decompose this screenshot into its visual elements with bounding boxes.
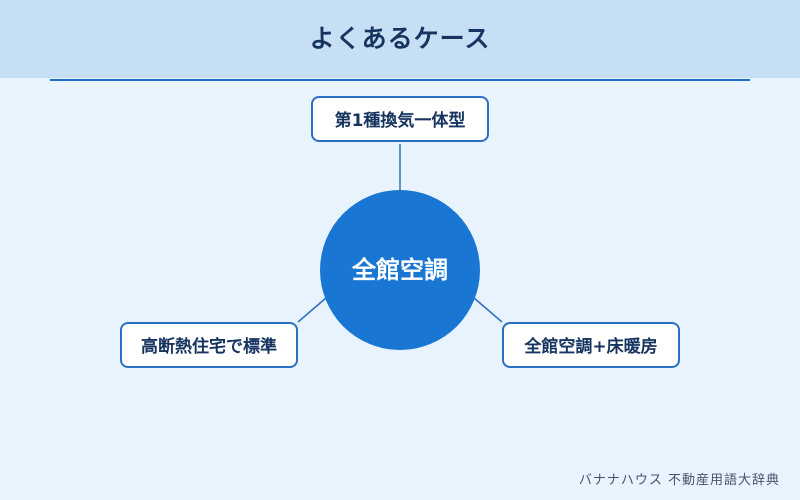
center-label: 全館空調 <box>352 256 448 284</box>
node-top: 第1種換気一体型 <box>311 96 489 142</box>
header-divider <box>50 79 750 81</box>
node-left: 高断熱住宅で標準 <box>120 322 298 368</box>
header-bar <box>0 0 800 78</box>
center-circle <box>320 190 480 350</box>
node-right: 全館空調+床暖房 <box>502 322 680 368</box>
footer-credit: バナナハウス 不動産用語大辞典 <box>578 473 780 488</box>
connector-left <box>297 297 327 323</box>
connector-right <box>473 297 503 323</box>
page-title: よくあるケース <box>309 24 491 53</box>
